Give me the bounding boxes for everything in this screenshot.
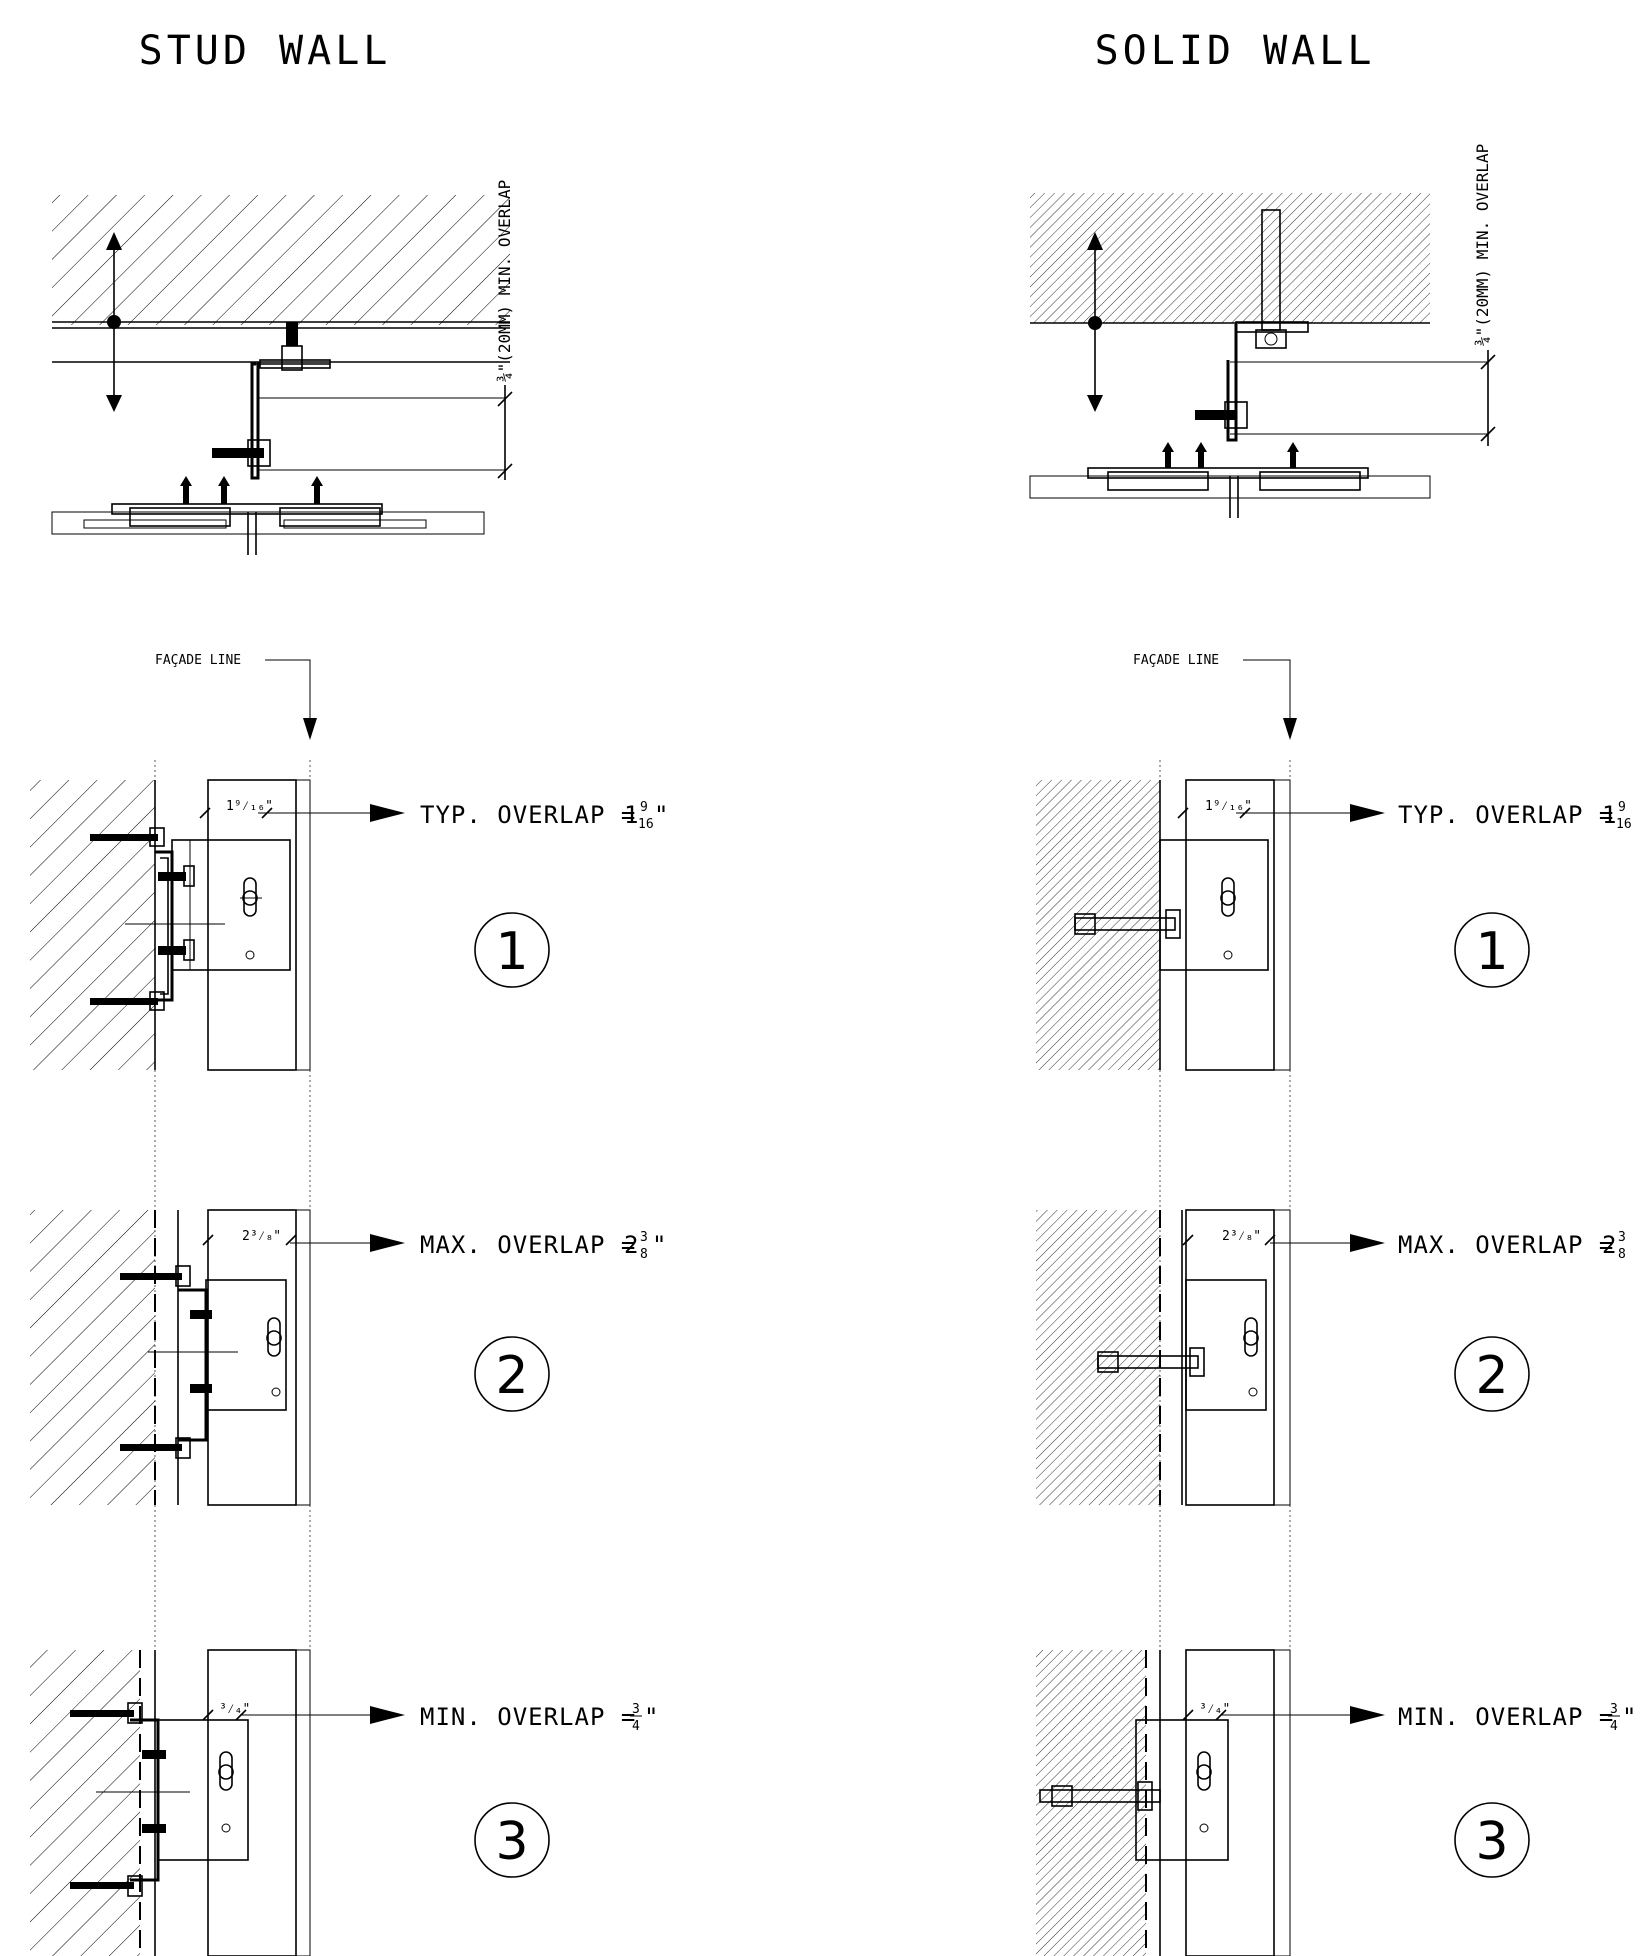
overlap-label-2-right: MAX. OVERLAP = 2 3 8 [1398,1230,1626,1262]
overlap-3-num: 3 [632,1702,640,1717]
detail-number-1-left: 1 [474,912,550,988]
overlap-label-2-left: MAX. OVERLAP = 2 3 8 " [420,1230,667,1262]
detail-3-solid: ³⁄₄" [1036,1649,1360,1956]
stud-wall-title: STUD WALL [139,28,392,74]
overlap-3-label: MIN. OVERLAP = [420,1703,636,1731]
overlap-label-1-right: TYP. OVERLAP = 1 9 16 [1398,800,1632,832]
svg-text:": " [644,1703,659,1731]
detail-number-3-left: 3 [474,1802,550,1878]
facade-line-callout-left: FAÇADE LINE [155,653,317,740]
detail-3-stud-dim: ³⁄₄" [219,1702,250,1717]
svg-text:": " [652,1231,667,1259]
overlap-2-whole-right: 2 [1602,1231,1617,1259]
overlap-3-den: 4 [632,1719,640,1734]
detail-1-stud: 1⁹⁄₁₆" [30,779,380,1071]
svg-text:1: 1 [1475,922,1508,982]
overlap-1-den: 16 [638,817,654,832]
overlap-2-label-right: MAX. OVERLAP = [1398,1231,1614,1259]
overlap-2-den: 8 [640,1247,648,1262]
svg-text:3: 3 [495,1812,528,1872]
detail-callouts-right [1350,804,1385,1724]
overlap-1-num-right: 9 [1618,800,1626,815]
svg-text:1: 1 [495,922,528,982]
detail-number-2-right: 2 [1454,1336,1530,1412]
detail-2-stud-dim: 2³⁄₈" [242,1229,281,1244]
stud-plan-overlap-note: ¾"(20MM) MIN. OVERLAP [495,180,514,382]
detail-callouts-left [370,804,405,1724]
detail-number-3-right: 3 [1454,1802,1530,1878]
solid-plan-overlap-note: ¾"(20MM) MIN. OVERLAP [1473,144,1492,346]
svg-text:3: 3 [1475,1812,1508,1872]
overlap-2-whole: 2 [624,1231,639,1259]
detail-1-solid: 2³⁄₈" 1⁹⁄₁₆" [1036,779,1360,1071]
solid-wall-plan-section: ¾"(20MM) MIN. OVERLAP [1029,144,1496,518]
detail-2-solid-dim: 2³⁄₈" [1222,1229,1261,1244]
svg-text:2: 2 [1475,1346,1508,1406]
overlap-1-den-right: 16 [1616,817,1632,832]
overlap-2-label: MAX. OVERLAP = [420,1231,636,1259]
detail-1-stud-dim: 1⁹⁄₁₆" [226,799,273,814]
facade-line-label-left: FAÇADE LINE [155,653,241,668]
overlap-1-label: TYP. OVERLAP = [420,801,636,829]
overlap-label-3-left: MIN. OVERLAP = 3 4 " [420,1702,659,1734]
svg-text:": " [654,801,669,829]
svg-text:2: 2 [495,1346,528,1406]
overlap-3-den-right: 4 [1610,1719,1618,1734]
overlap-1-whole: 1 [624,801,639,829]
detail-2-stud: 2³⁄₈" [30,1209,380,1506]
overlap-1-label-right: TYP. OVERLAP = [1398,801,1614,829]
detail-3-solid-dim: ³⁄₄" [1199,1702,1230,1717]
facade-line-callout-right: FAÇADE LINE [1133,653,1297,740]
overlap-3-label-right: MIN. OVERLAP = [1398,1703,1614,1731]
overlap-label-1-left: TYP. OVERLAP = 1 9 16 " [420,800,669,832]
overlap-1-num: 9 [640,800,648,815]
overlap-label-3-right: MIN. OVERLAP = 3 4 " [1398,1702,1637,1734]
stud-wall-plan-section: ¾"(20MM) MIN. OVERLAP [51,180,514,555]
detail-number-1-right: 1 [1454,912,1530,988]
solid-wall-title: SOLID WALL [1095,28,1376,74]
overlap-2-den-right: 8 [1618,1247,1626,1262]
overlap-1-whole-right: 1 [1602,801,1617,829]
overlap-2-num: 3 [640,1230,648,1245]
detail-3-stud: ³⁄₄" [30,1649,380,1956]
detail-2-solid: 2³⁄₈" [1036,1209,1360,1506]
facade-line-label-right: FAÇADE LINE [1133,653,1219,668]
overlap-2-num-right: 3 [1618,1230,1626,1245]
svg-text:": " [1622,1703,1637,1731]
overlap-3-num-right: 3 [1610,1702,1618,1717]
detail-number-2-left: 2 [474,1336,550,1412]
detail-1-solid-dim-label: 1⁹⁄₁₆" [1205,799,1252,814]
